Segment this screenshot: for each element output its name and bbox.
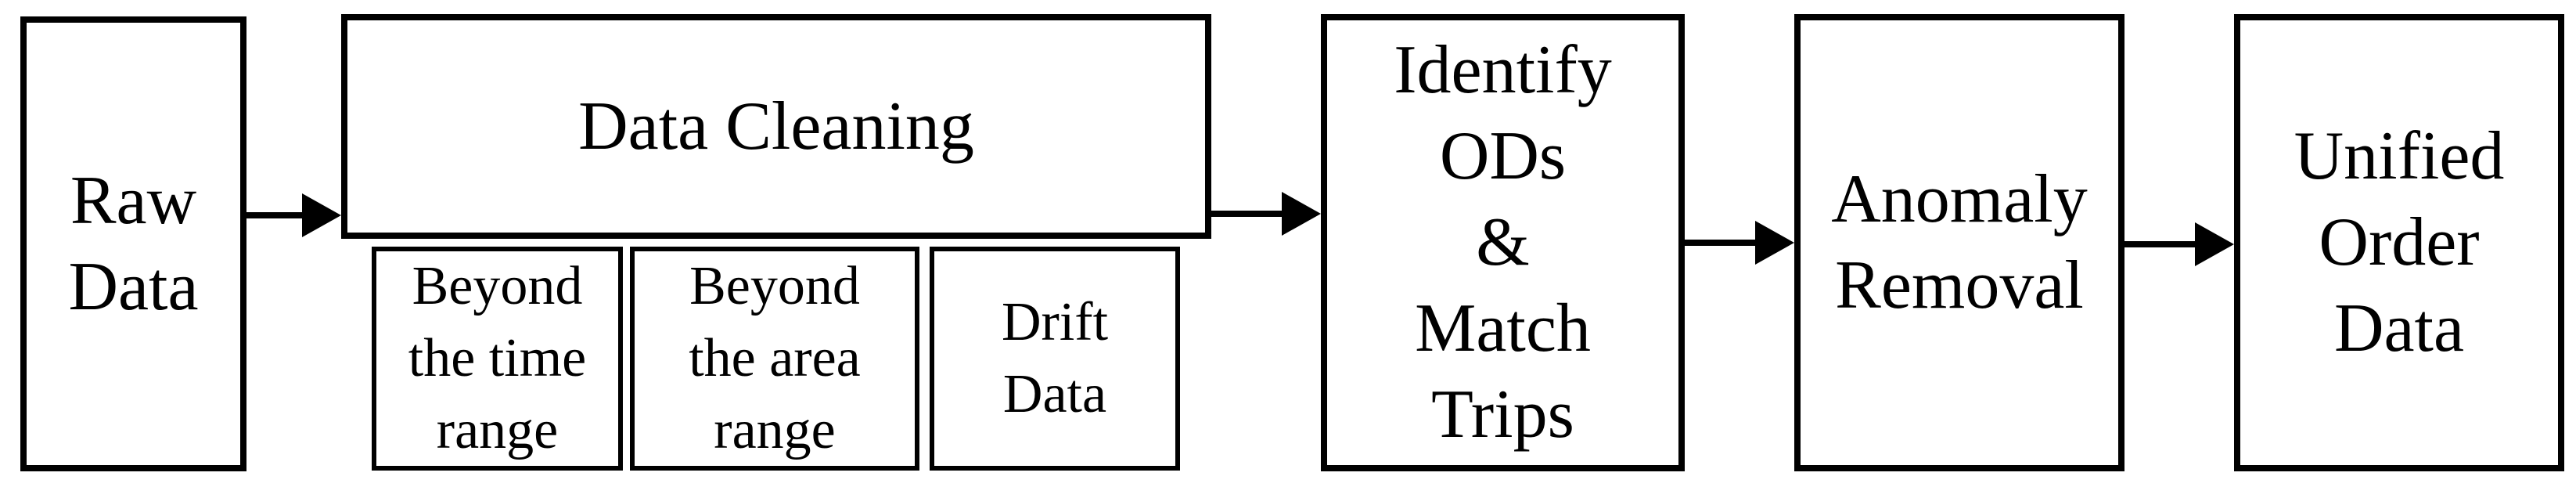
node-beyond-area-range: Beyond the area range	[630, 247, 919, 471]
node-label-line: Data	[2333, 290, 2465, 366]
arrowhead-right-icon	[2195, 222, 2234, 266]
node-label-line: Trips	[1431, 377, 1574, 453]
node-label-line: Raw	[70, 162, 197, 239]
node-label-line: Beyond	[412, 256, 583, 316]
node-label-line: Data	[1002, 364, 1107, 424]
node-label-line: Removal	[1835, 247, 2084, 323]
node-label-line: range	[714, 400, 836, 460]
node-label-line: the time	[408, 328, 587, 388]
node-raw-data: Raw Data	[20, 16, 246, 471]
node-anomaly-removal: Anomaly Removal	[1794, 14, 2124, 471]
node-label-line: Beyond	[689, 256, 860, 316]
node-label-line: range	[436, 400, 559, 460]
node-label-line: the area	[689, 328, 861, 388]
node-label-line: Anomaly	[1831, 161, 2088, 237]
node-label-line: Data	[68, 248, 199, 325]
arrowhead-right-icon	[302, 193, 341, 237]
node-data-cleaning: Data Cleaning	[341, 14, 1211, 239]
node-label-line: &	[1476, 204, 1530, 280]
arrowhead-right-icon	[1755, 221, 1794, 265]
node-label-line: Unified	[2294, 118, 2505, 194]
arrow-raw-to-cleaning	[246, 212, 305, 218]
node-label-line: Match	[1415, 290, 1591, 366]
node-label-line: Order	[2319, 204, 2480, 280]
arrowhead-right-icon	[1282, 192, 1321, 236]
node-label-line: Identify	[1394, 32, 1612, 108]
node-drift-data: Drift Data	[930, 247, 1180, 471]
arrow-cleaning-to-identify	[1211, 211, 1285, 217]
node-label-line: Drift	[1001, 292, 1109, 352]
node-label-line: Data Cleaning	[578, 88, 974, 164]
node-unified-order-data: Unified Order Data	[2234, 14, 2564, 471]
node-label-line: ODs	[1439, 118, 1567, 194]
arrow-identify-to-anomaly	[1685, 240, 1758, 246]
arrow-anomaly-to-unified	[2124, 241, 2198, 247]
node-beyond-time-range: Beyond the time range	[372, 247, 623, 471]
node-identify-ods-match-trips: Identify ODs & Match Trips	[1321, 14, 1685, 471]
